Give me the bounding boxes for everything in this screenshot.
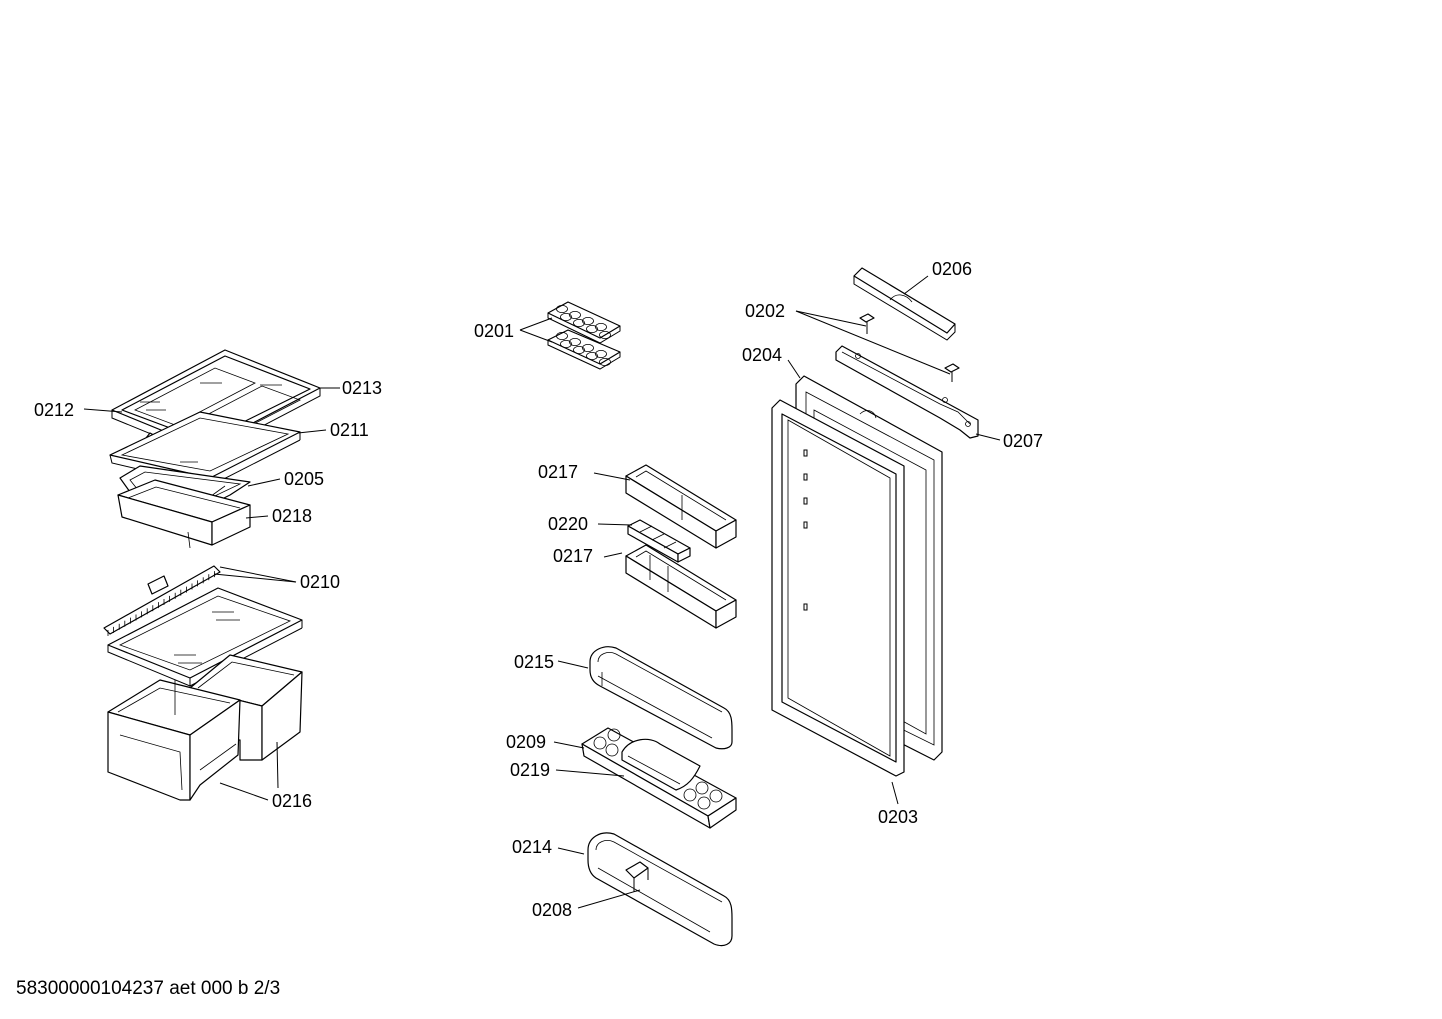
- label-0210: 0210: [300, 572, 340, 592]
- label-0201: 0201: [474, 321, 514, 341]
- label-0212: 0212: [34, 400, 74, 420]
- label-0217-lower: 0217: [553, 546, 593, 566]
- drawing-reference: 58300000104237 aet 000 b 2/3: [16, 978, 281, 999]
- label-0217-upper: 0217: [538, 462, 578, 482]
- label-0216: 0216: [272, 791, 312, 811]
- part-0202-screw-2: [944, 363, 960, 382]
- label-0207: 0207: [1003, 431, 1043, 451]
- part-0208-bottle-divider: [625, 861, 649, 892]
- part-0211-glass-plate: [109, 411, 301, 487]
- part-0210-shelf-with-rail: [103, 565, 303, 687]
- part-0207-bracket: [835, 345, 979, 439]
- label-0202: 0202: [745, 301, 785, 321]
- part-0217-bin-lower: [625, 544, 737, 629]
- label-0203: 0203: [878, 807, 918, 827]
- leader-lines: [83, 275, 1001, 909]
- part-0219-egg-flap: [621, 738, 701, 791]
- part-0217-bin-upper: [625, 464, 737, 549]
- part-0220-divider: [627, 519, 691, 563]
- part-0215-door-bin: [589, 646, 733, 750]
- label-0211: 0211: [330, 420, 369, 440]
- part-0216-drawer-left: [107, 679, 241, 801]
- label-0204: 0204: [742, 345, 782, 365]
- label-0206: 0206: [932, 259, 972, 279]
- part-0206-cover: [853, 267, 956, 341]
- part-0202-screw: [859, 313, 875, 334]
- label-0215: 0215: [514, 652, 554, 672]
- label-0220: 0220: [548, 514, 588, 534]
- label-0209: 0209: [506, 732, 546, 752]
- label-0214: 0214: [512, 837, 552, 857]
- part-number-labels: 0212 0213 0211 0205 0218 0210 0216 0201 …: [34, 259, 1043, 920]
- label-0218: 0218: [272, 506, 312, 526]
- part-0201-egg-trays: [547, 301, 621, 370]
- label-0213: 0213: [342, 378, 382, 398]
- part-0218-crisper-tray: [117, 479, 251, 549]
- part-0214-bottle-bin: [587, 832, 733, 947]
- label-0208: 0208: [532, 900, 572, 920]
- part-0203-door-seal: [771, 399, 905, 777]
- label-0219: 0219: [510, 760, 550, 780]
- label-0205: 0205: [284, 469, 324, 489]
